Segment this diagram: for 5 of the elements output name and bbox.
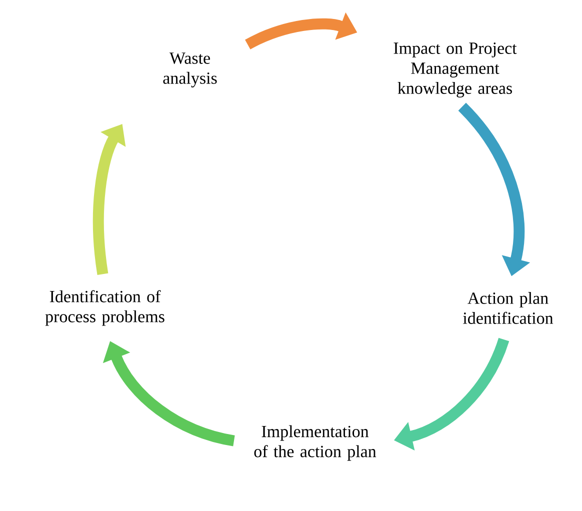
step-label: Action plan identification	[463, 292, 554, 324]
step-label: Implementation of the action plan	[254, 425, 376, 461]
step-label: Impact on Project Management knowledge areas	[394, 42, 517, 98]
step-label: Waste analysis	[163, 52, 217, 88]
step-label: Identification of process problems	[45, 290, 164, 326]
